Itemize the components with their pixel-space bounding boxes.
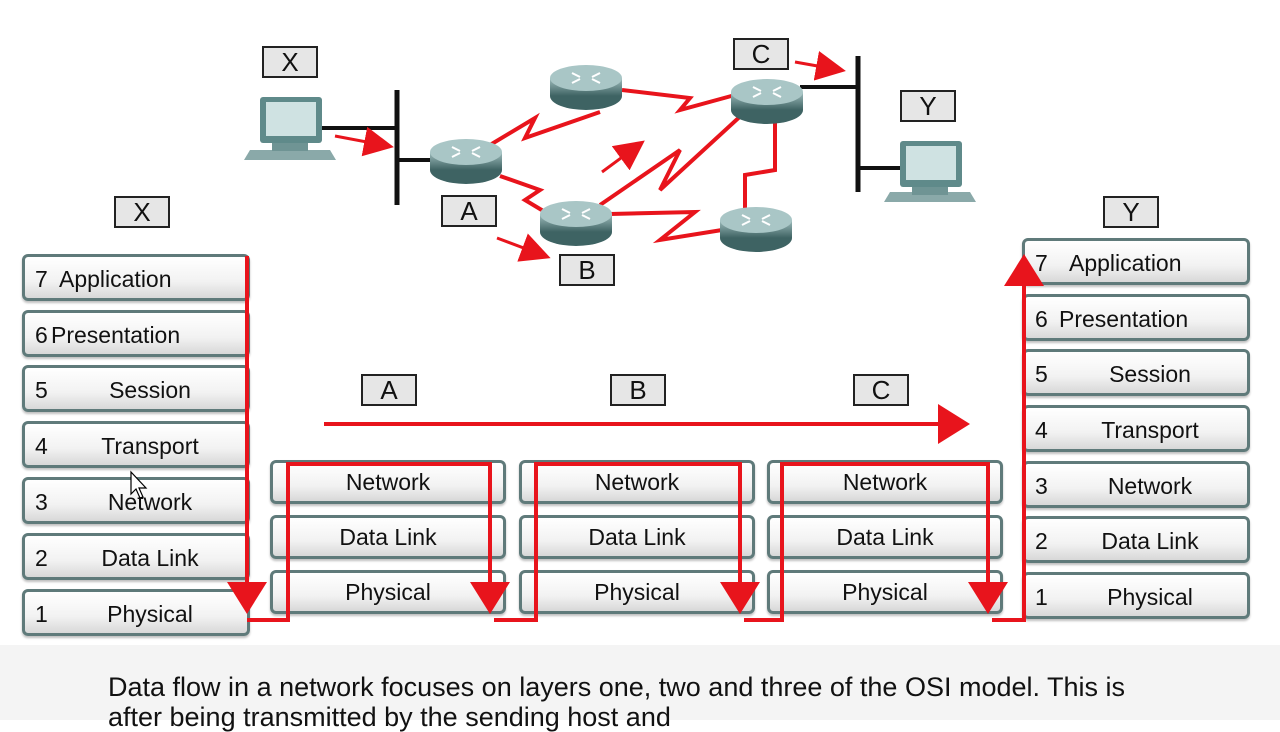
router-stack-a-label: A bbox=[361, 374, 417, 406]
layer-number: 2 bbox=[1035, 528, 1048, 554]
host-y-label: Y bbox=[900, 90, 956, 122]
right-layer-3: 3 Network bbox=[1022, 461, 1250, 508]
layer-number: 4 bbox=[35, 433, 48, 459]
layer-name: Transport bbox=[101, 433, 199, 459]
caption-text: Data flow in a network focuses on layers… bbox=[108, 672, 1126, 732]
flow-arrow-a-to-b bbox=[496, 233, 551, 262]
router-b-label: B bbox=[559, 254, 615, 286]
router-b-physical-layer: Physical bbox=[519, 570, 755, 614]
router-c-network-layer: Network bbox=[767, 460, 1003, 504]
right-layer-5: 5 Session bbox=[1022, 349, 1250, 396]
left-layer-7: 7 Application bbox=[22, 254, 250, 301]
layer-number: 5 bbox=[35, 377, 48, 403]
host-x-label: X bbox=[262, 46, 318, 78]
router-c-label: C bbox=[733, 38, 789, 70]
layer-number: 1 bbox=[1035, 584, 1048, 610]
left-layer-3: 3 Network bbox=[22, 477, 250, 524]
left-layer-2: 2 Data Link bbox=[22, 533, 250, 580]
wan-link-br-c bbox=[743, 122, 777, 210]
wan-link-a-b bbox=[499, 174, 547, 214]
layer-name: Session bbox=[109, 377, 191, 403]
layer-name: Application bbox=[59, 266, 172, 292]
right-layer-4: 4 Transport bbox=[1022, 405, 1250, 452]
flow-arrow-c-to-y bbox=[794, 51, 846, 81]
right-layer-6: 6 Presentation bbox=[1022, 294, 1250, 341]
layer-name: Application bbox=[1069, 250, 1182, 276]
router-a-datalink-layer: Data Link bbox=[270, 515, 506, 559]
left-layer-1: 1 Physical bbox=[22, 589, 250, 636]
router-b-datalink-layer: Data Link bbox=[519, 515, 755, 559]
router-a-network-layer: Network bbox=[270, 460, 506, 504]
layer-name: Physical bbox=[1107, 584, 1193, 610]
layer-name: Network bbox=[107, 489, 193, 515]
layer-name: Transport bbox=[1101, 417, 1199, 443]
wan-link-b-c bbox=[598, 110, 747, 207]
router-a-label: A bbox=[441, 195, 497, 227]
layer-name: Presentation bbox=[1059, 306, 1189, 332]
layer-number: 3 bbox=[35, 489, 48, 515]
router-stack-b-label: B bbox=[610, 374, 666, 406]
flow-arrow-x-to-a bbox=[334, 126, 394, 157]
left-layer-4: 4 Transport bbox=[22, 421, 250, 468]
wan-link-top-c bbox=[621, 88, 736, 114]
layer-name: Data Link bbox=[1101, 528, 1199, 554]
layer-name: Presentation bbox=[51, 322, 181, 348]
right-layer-1: 1 Physical bbox=[1022, 572, 1250, 619]
wan-link-a-top bbox=[483, 110, 601, 150]
flow-up-right-stack bbox=[992, 254, 1044, 622]
router-a-physical-layer: Physical bbox=[270, 570, 506, 614]
layer-name: Data Link bbox=[101, 545, 199, 571]
layer-number: 7 bbox=[35, 266, 48, 292]
router-b-network-layer: Network bbox=[519, 460, 755, 504]
wan-link-b-br bbox=[609, 209, 723, 244]
left-stack-label: X bbox=[114, 196, 170, 228]
flow-router-b-to-c bbox=[744, 462, 1008, 622]
host-y-computer-icon bbox=[884, 141, 976, 202]
layer-number: 2 bbox=[35, 545, 48, 571]
layer-number: 6 bbox=[35, 322, 48, 348]
router-c-datalink-layer: Data Link bbox=[767, 515, 1003, 559]
router-stack-c-label: C bbox=[853, 374, 909, 406]
flow-router-a-to-b bbox=[494, 462, 760, 622]
router-c-icon bbox=[731, 79, 803, 124]
router-bottom-right-icon bbox=[720, 207, 792, 252]
router-a-icon bbox=[430, 139, 502, 184]
router-b-icon bbox=[540, 201, 612, 246]
layer-number: 3 bbox=[1035, 473, 1048, 499]
layer-number: 4 bbox=[1035, 417, 1048, 443]
right-stack-label: Y bbox=[1103, 196, 1159, 228]
data-flow-overlay bbox=[130, 254, 1044, 622]
layer-name: Physical bbox=[107, 601, 193, 627]
mouse-cursor-icon bbox=[130, 470, 148, 499]
host-x-computer-icon bbox=[244, 97, 336, 160]
flow-arrow-b-to-c bbox=[601, 140, 645, 174]
layer-number: 6 bbox=[1035, 306, 1048, 332]
layer-number: 5 bbox=[1035, 361, 1048, 387]
router-c-physical-layer: Physical bbox=[767, 570, 1003, 614]
left-layer-5: 5 Session bbox=[22, 365, 250, 412]
router-top-icon bbox=[550, 65, 622, 110]
caption-bar bbox=[0, 645, 1280, 720]
right-layer-2: 2 Data Link bbox=[1022, 516, 1250, 563]
network-topology bbox=[244, 51, 976, 262]
flow-through-routers bbox=[247, 462, 510, 622]
layer-name: Session bbox=[1109, 361, 1191, 387]
layer-name: Network bbox=[1107, 473, 1193, 499]
layer-number: 1 bbox=[35, 601, 48, 627]
